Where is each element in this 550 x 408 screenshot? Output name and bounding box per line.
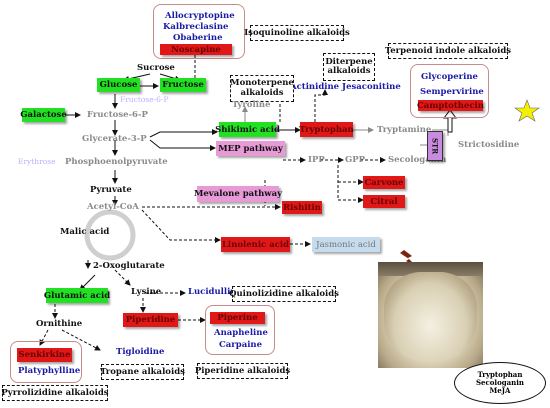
terpenoid-indole-group <box>410 64 489 118</box>
linolenic-acid-box: Linolenic acid <box>221 237 290 252</box>
acetylcoa-label: Acetyl-CoA <box>87 202 139 212</box>
oxoglutarate-label: 2-Oxoglutarate <box>93 261 165 271</box>
isoquinoline-group <box>153 4 245 59</box>
monoterpene-line1: Monoterpene <box>230 78 294 89</box>
mevalone-pathway-box: Mevalone pathway <box>194 186 282 202</box>
piperidine-compound: Anapheline <box>214 328 268 338</box>
tryptophan-box: Tryptophan <box>299 122 354 137</box>
diterpene-label: Diterpene alkaloids <box>323 53 375 81</box>
diterpene-line2: alkaloids <box>327 66 371 76</box>
tia-compound: Glycoperine <box>421 72 478 82</box>
secologanin-label: Secologanin <box>388 155 447 165</box>
platyphylline-label: Platyphylline <box>18 366 81 376</box>
strictosidine-label: Strictosidine <box>458 140 520 150</box>
cell-culture-photo <box>378 262 483 368</box>
str-box: STR <box>427 131 443 161</box>
flask-rim <box>378 262 483 276</box>
tropane-label: Tropane alkaloids <box>100 364 185 380</box>
galactose-box: Galactose <box>20 108 67 122</box>
terpenoid-indole-label: Terpenoid indole alkaloids <box>385 43 511 59</box>
noscapine-box: Noscapine <box>160 44 232 55</box>
hollow-up-arrow <box>443 109 457 133</box>
isoquinoline-label: Isoquinoline alkaloids <box>244 25 350 41</box>
fructose-6p-label: Fructose-6-P <box>87 110 148 120</box>
isoquinoline-compound: Kalbreclasine <box>163 22 229 32</box>
ghost-text: Fructose-6-P <box>120 95 169 104</box>
ipp-label: IPP <box>308 155 325 165</box>
ghost-erythrose: Erythrose <box>18 157 56 166</box>
piperine-box: Piperine <box>210 312 265 324</box>
sucrose-label: Sucrose <box>137 63 175 73</box>
senkirkine-box: Senkirkine <box>17 348 72 362</box>
tigloidine-label: Tigloidine <box>116 347 165 357</box>
isoquinoline-compound: Allocryptopine <box>165 11 235 21</box>
gpp-label: GPP <box>345 155 366 165</box>
glucose-box: Glucose <box>97 78 140 92</box>
tyrosine-label: Tyroline <box>232 100 271 110</box>
diterpene-compounds: Actinidine Jesaconitine <box>290 82 401 92</box>
isoquinoline-compound: Obaberine <box>173 33 223 43</box>
ornithine-label: Ornithine <box>36 319 83 329</box>
elicitor-item: Secologanin <box>475 377 525 387</box>
tca-cycle-ring <box>84 209 136 261</box>
quinolizidine-label: Quinolizidine alkaloids <box>229 286 339 302</box>
carvone-box: Carvone <box>363 176 405 189</box>
monoterpene-line2: alkaloids <box>240 87 284 98</box>
piperidine-group <box>205 305 275 355</box>
tia-compound: Sempervirine <box>420 87 484 97</box>
glutamic-acid-box: Glutamic acid <box>44 288 110 303</box>
elicitor-item: MeJA <box>489 386 511 396</box>
jasmonic-acid-box: Jasmonic acid <box>312 237 380 252</box>
camptothecin-box: Camptothecin <box>417 100 484 111</box>
citral-box: Citral <box>363 195 405 208</box>
diterpene-line1: Diterpene <box>325 56 373 67</box>
tryptamine-label: Tryptamine <box>377 125 432 135</box>
elicitor-ellipse: Tryptophan Secologanin MeJA <box>454 362 546 404</box>
lysine-label: Lysine <box>131 287 162 297</box>
pyrrolizidine-label: Pyrrolizidine alkaloids <box>1 385 109 401</box>
pyruvate-label: Pyruvate <box>90 185 132 195</box>
glycerate-label: Glycerate-3-P <box>82 134 147 144</box>
flask-contents <box>384 272 477 362</box>
piperidine-compound: Carpaine <box>219 340 263 350</box>
fructose-box: Fructose <box>160 78 206 92</box>
rishitin-box: Rishitin <box>282 201 322 214</box>
elicitor-item: Tryptophan <box>477 369 523 379</box>
star-icon <box>514 99 540 122</box>
piperidine-box: Piperidine <box>123 313 178 327</box>
pyrrolizidine-group <box>10 341 82 383</box>
mep-pathway-box: MEP pathway <box>216 141 285 156</box>
piperidine-label: Piperidine alkaloids <box>195 363 290 379</box>
monoterpene-label: Monoterpene alkaloids <box>230 75 294 102</box>
pep-label: Phosphoenolpyruvate <box>65 157 168 167</box>
shikimic-acid-box: Shikimic acid <box>215 122 280 137</box>
lucidulline-label: Lucidulline <box>188 287 242 297</box>
malic-acid-label: Malic acid <box>60 227 110 237</box>
